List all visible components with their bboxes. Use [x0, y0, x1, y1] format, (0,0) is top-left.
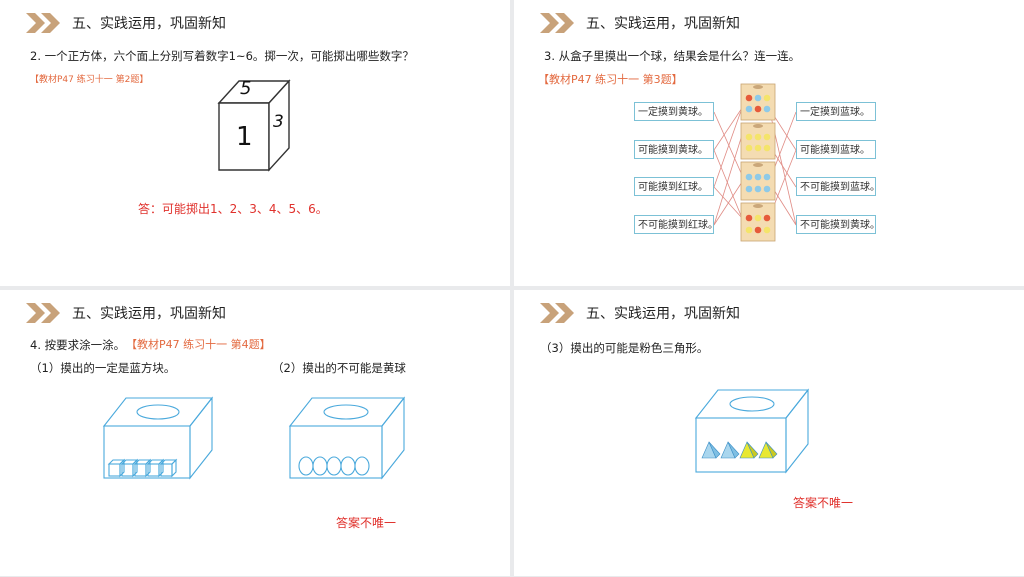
textbook-reference: 【教材P47 练习十一 第4题】 — [126, 338, 271, 351]
ball-box-2 — [740, 122, 776, 160]
right-label-3: 不可能摸到蓝球。 — [796, 177, 880, 196]
ball-box-4 — [740, 202, 776, 242]
right-label-1: 一定摸到蓝球。 — [796, 102, 876, 121]
section-title: 五、实践运用，巩固新知 — [586, 16, 740, 32]
slide-4: 五、实践运用，巩固新知 （3）摸出的可能是粉色三角形。 答案不唯一 — [514, 290, 1024, 576]
number-cube — [217, 79, 291, 172]
answer-text: 答：可能掷出1、2、3、4、5、6。 — [138, 202, 328, 216]
slide-1: 五、实践运用，巩固新知 2. 一个正方体，六个面上分别写着数字1~6。掷一次，可… — [0, 0, 510, 286]
answer-note: 答案不唯一 — [336, 516, 397, 530]
cube-top-number: 5 — [240, 78, 252, 99]
box-with-balls — [288, 396, 406, 480]
slide-3: 五、实践运用，巩固新知 4. 按要求涂一涂。 【教材P47 练习十一 第4题】 … — [0, 290, 510, 576]
section-title: 五、实践运用，巩固新知 — [586, 306, 740, 322]
cube-side-number: 3 — [273, 112, 284, 132]
answer-note: 答案不唯一 — [793, 496, 854, 510]
chevron-double-icon — [26, 303, 60, 323]
question-text: 4. 按要求涂一涂。 — [30, 338, 126, 352]
left-label-3: 可能摸到红球。 — [634, 177, 714, 196]
box-with-triangles — [694, 388, 810, 474]
textbook-reference: 【教材P47 练习十一 第2题】 — [30, 75, 149, 85]
left-label-4: 不可能摸到红球。 — [634, 215, 718, 234]
slide-2: 五、实践运用，巩固新知 3. 从盒子里摸出一个球，结果会是什么？连一连。 【教材… — [514, 0, 1024, 286]
ball-box-1 — [740, 83, 776, 121]
chevron-double-icon — [540, 303, 574, 323]
chevron-double-icon — [26, 13, 60, 33]
right-label-2: 可能摸到蓝球。 — [796, 140, 876, 159]
left-label-2: 可能摸到黄球。 — [634, 140, 714, 159]
chevron-double-icon — [540, 13, 574, 33]
box-with-cubes — [102, 396, 214, 480]
part1-text: （1）摸出的一定是蓝方块。 — [30, 361, 176, 375]
ball-box-3 — [740, 161, 776, 201]
cube-front-number: 1 — [236, 122, 253, 152]
section-title: 五、实践运用，巩固新知 — [72, 16, 226, 32]
right-label-4: 不可能摸到黄球。 — [796, 215, 880, 234]
part2-text: （2）摸出的不可能是黄球 — [272, 361, 406, 375]
ball-box-stack — [740, 83, 776, 242]
question-text: （3）摸出的可能是粉色三角形。 — [540, 341, 709, 355]
question-text: 3. 从盒子里摸出一个球，结果会是什么？连一连。 — [544, 49, 801, 63]
section-title: 五、实践运用，巩固新知 — [72, 306, 226, 322]
left-label-1: 一定摸到黄球。 — [634, 102, 714, 121]
textbook-reference: 【教材P47 练习十一 第3题】 — [538, 73, 683, 86]
question-text: 2. 一个正方体，六个面上分别写着数字1~6。掷一次，可能掷出哪些数字？ — [30, 49, 414, 63]
